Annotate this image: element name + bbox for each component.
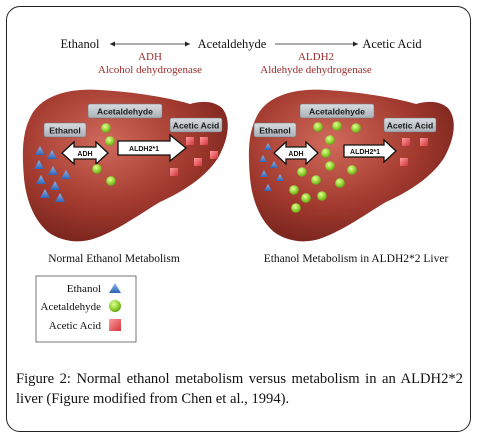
triangle-icon (47, 150, 57, 159)
arrow-label-aldh2: ALDH2*1 (129, 146, 159, 153)
circle-icon (106, 176, 116, 186)
liver-aldh2-2: Acetaldehyde Ethanol Acetic Acid ADH ALD… (248, 89, 454, 265)
square-icon (210, 151, 218, 159)
arrowhead-right-icon (353, 41, 358, 47)
pathway-acetic-acid: Acetic Acid (362, 37, 422, 51)
circle-icon (325, 161, 335, 171)
pathway-ethanol: Ethanol (61, 37, 100, 51)
figure-caption: Figure 2: Normal ethanol metabolism vers… (16, 369, 463, 409)
square-icon (420, 138, 428, 146)
liver-normal: Acetaldehyde Ethanol Acetic Acid ADH ALD… (22, 89, 228, 265)
circle-icon (351, 123, 361, 133)
acetaldehyde-markers (92, 123, 116, 186)
triangle-icon (264, 184, 272, 191)
liver-caption-normal: Normal Ethanol Metabolism (48, 253, 180, 265)
right-arrow-icon (117, 133, 188, 163)
acetic-acid-markers (170, 137, 218, 176)
red-square-icon (109, 319, 121, 331)
enzyme2-name: Aldehyde dehydrogenase (260, 64, 372, 76)
right-arrow-icon (343, 138, 397, 164)
circle-icon (289, 185, 299, 195)
enzyme2-abbr: ALDH2 (298, 51, 334, 63)
triangle-icon (61, 170, 71, 179)
triangle-icon (50, 181, 60, 190)
circle-icon (335, 178, 345, 188)
triangle-icon (40, 189, 50, 198)
arrowhead-right-icon (185, 41, 190, 47)
triangle-icon (36, 175, 46, 184)
label-acetaldehyde: Acetaldehyde (97, 107, 153, 117)
label-box-ethanol (253, 122, 297, 138)
triangle-icon (48, 166, 58, 175)
circle-icon (105, 136, 115, 146)
circle-icon (301, 193, 311, 203)
ethanol-markers (34, 146, 71, 202)
caption-lead: Figure 2: (16, 371, 71, 387)
pathway-header: Ethanol Acetaldehyde Acetic Acid ADH Alc… (61, 37, 423, 76)
double-arrow-icon (61, 140, 109, 166)
circle-icon (332, 121, 342, 131)
circle-icon (291, 203, 301, 213)
arrow-label-aldh2: ALDH2*1 (350, 149, 380, 156)
liver-caption-aldh2: Ethanol Metabolism in ALDH2*2 Liver (264, 253, 449, 265)
enzyme1-name: Alcohol dehydrogenase (98, 64, 202, 76)
circle-icon (325, 135, 335, 145)
circle-icon (347, 165, 357, 175)
green-circle-icon (109, 300, 121, 312)
label-box-acetic-acid (169, 117, 223, 133)
caption-text: Normal ethanol metabolism versus metabol… (16, 371, 463, 407)
arrow-label-adh: ADH (288, 151, 303, 158)
circle-icon (321, 148, 331, 158)
legend-label-ethanol: Ethanol (67, 283, 101, 295)
square-icon (170, 168, 178, 176)
circle-icon (101, 123, 111, 133)
label-acetaldehyde: Acetaldehyde (309, 107, 365, 117)
circle-icon (311, 175, 321, 185)
label-acetic-acid: Acetic Acid (387, 121, 434, 131)
circle-icon (297, 167, 307, 177)
label-box-acetaldehyde (87, 103, 163, 119)
square-icon (400, 158, 408, 166)
acetaldehyde-markers (289, 121, 361, 213)
label-box-acetaldehyde (299, 103, 375, 119)
label-box-ethanol (43, 122, 87, 138)
legend-label-acetic-acid: Acetic Acid (49, 320, 102, 332)
triangle-icon (264, 143, 272, 150)
label-box-acetic-acid (383, 117, 437, 133)
triangle-icon (34, 160, 44, 169)
ethanol-markers (259, 143, 284, 191)
label-ethanol: Ethanol (49, 126, 81, 136)
enzyme1-abbr: ADH (138, 51, 162, 63)
triangle-icon (259, 155, 267, 162)
circle-icon (317, 191, 327, 201)
triangle-icon (55, 193, 65, 202)
triangle-icon (270, 161, 278, 168)
circle-icon (92, 164, 102, 174)
arrow-label-adh: ADH (77, 151, 92, 158)
arrowhead-left-icon (110, 41, 115, 47)
square-icon (194, 158, 202, 166)
pathway-acetaldehyde: Acetaldehyde (198, 37, 267, 51)
triangle-icon (35, 146, 45, 155)
triangle-icon (276, 174, 284, 181)
square-icon (200, 137, 208, 145)
legend: Ethanol Acetaldehyde Acetic Acid (35, 275, 137, 343)
legend-label-acetaldehyde: Acetaldehyde (41, 301, 102, 313)
acetic-acid-markers (400, 138, 428, 166)
triangle-icon (260, 170, 268, 177)
double-arrow-icon (273, 140, 319, 166)
circle-icon (313, 122, 323, 132)
square-icon (186, 137, 194, 145)
blue-triangle-icon (109, 283, 121, 293)
label-acetic-acid: Acetic Acid (173, 121, 220, 131)
label-ethanol: Ethanol (259, 126, 291, 136)
square-icon (402, 138, 410, 146)
